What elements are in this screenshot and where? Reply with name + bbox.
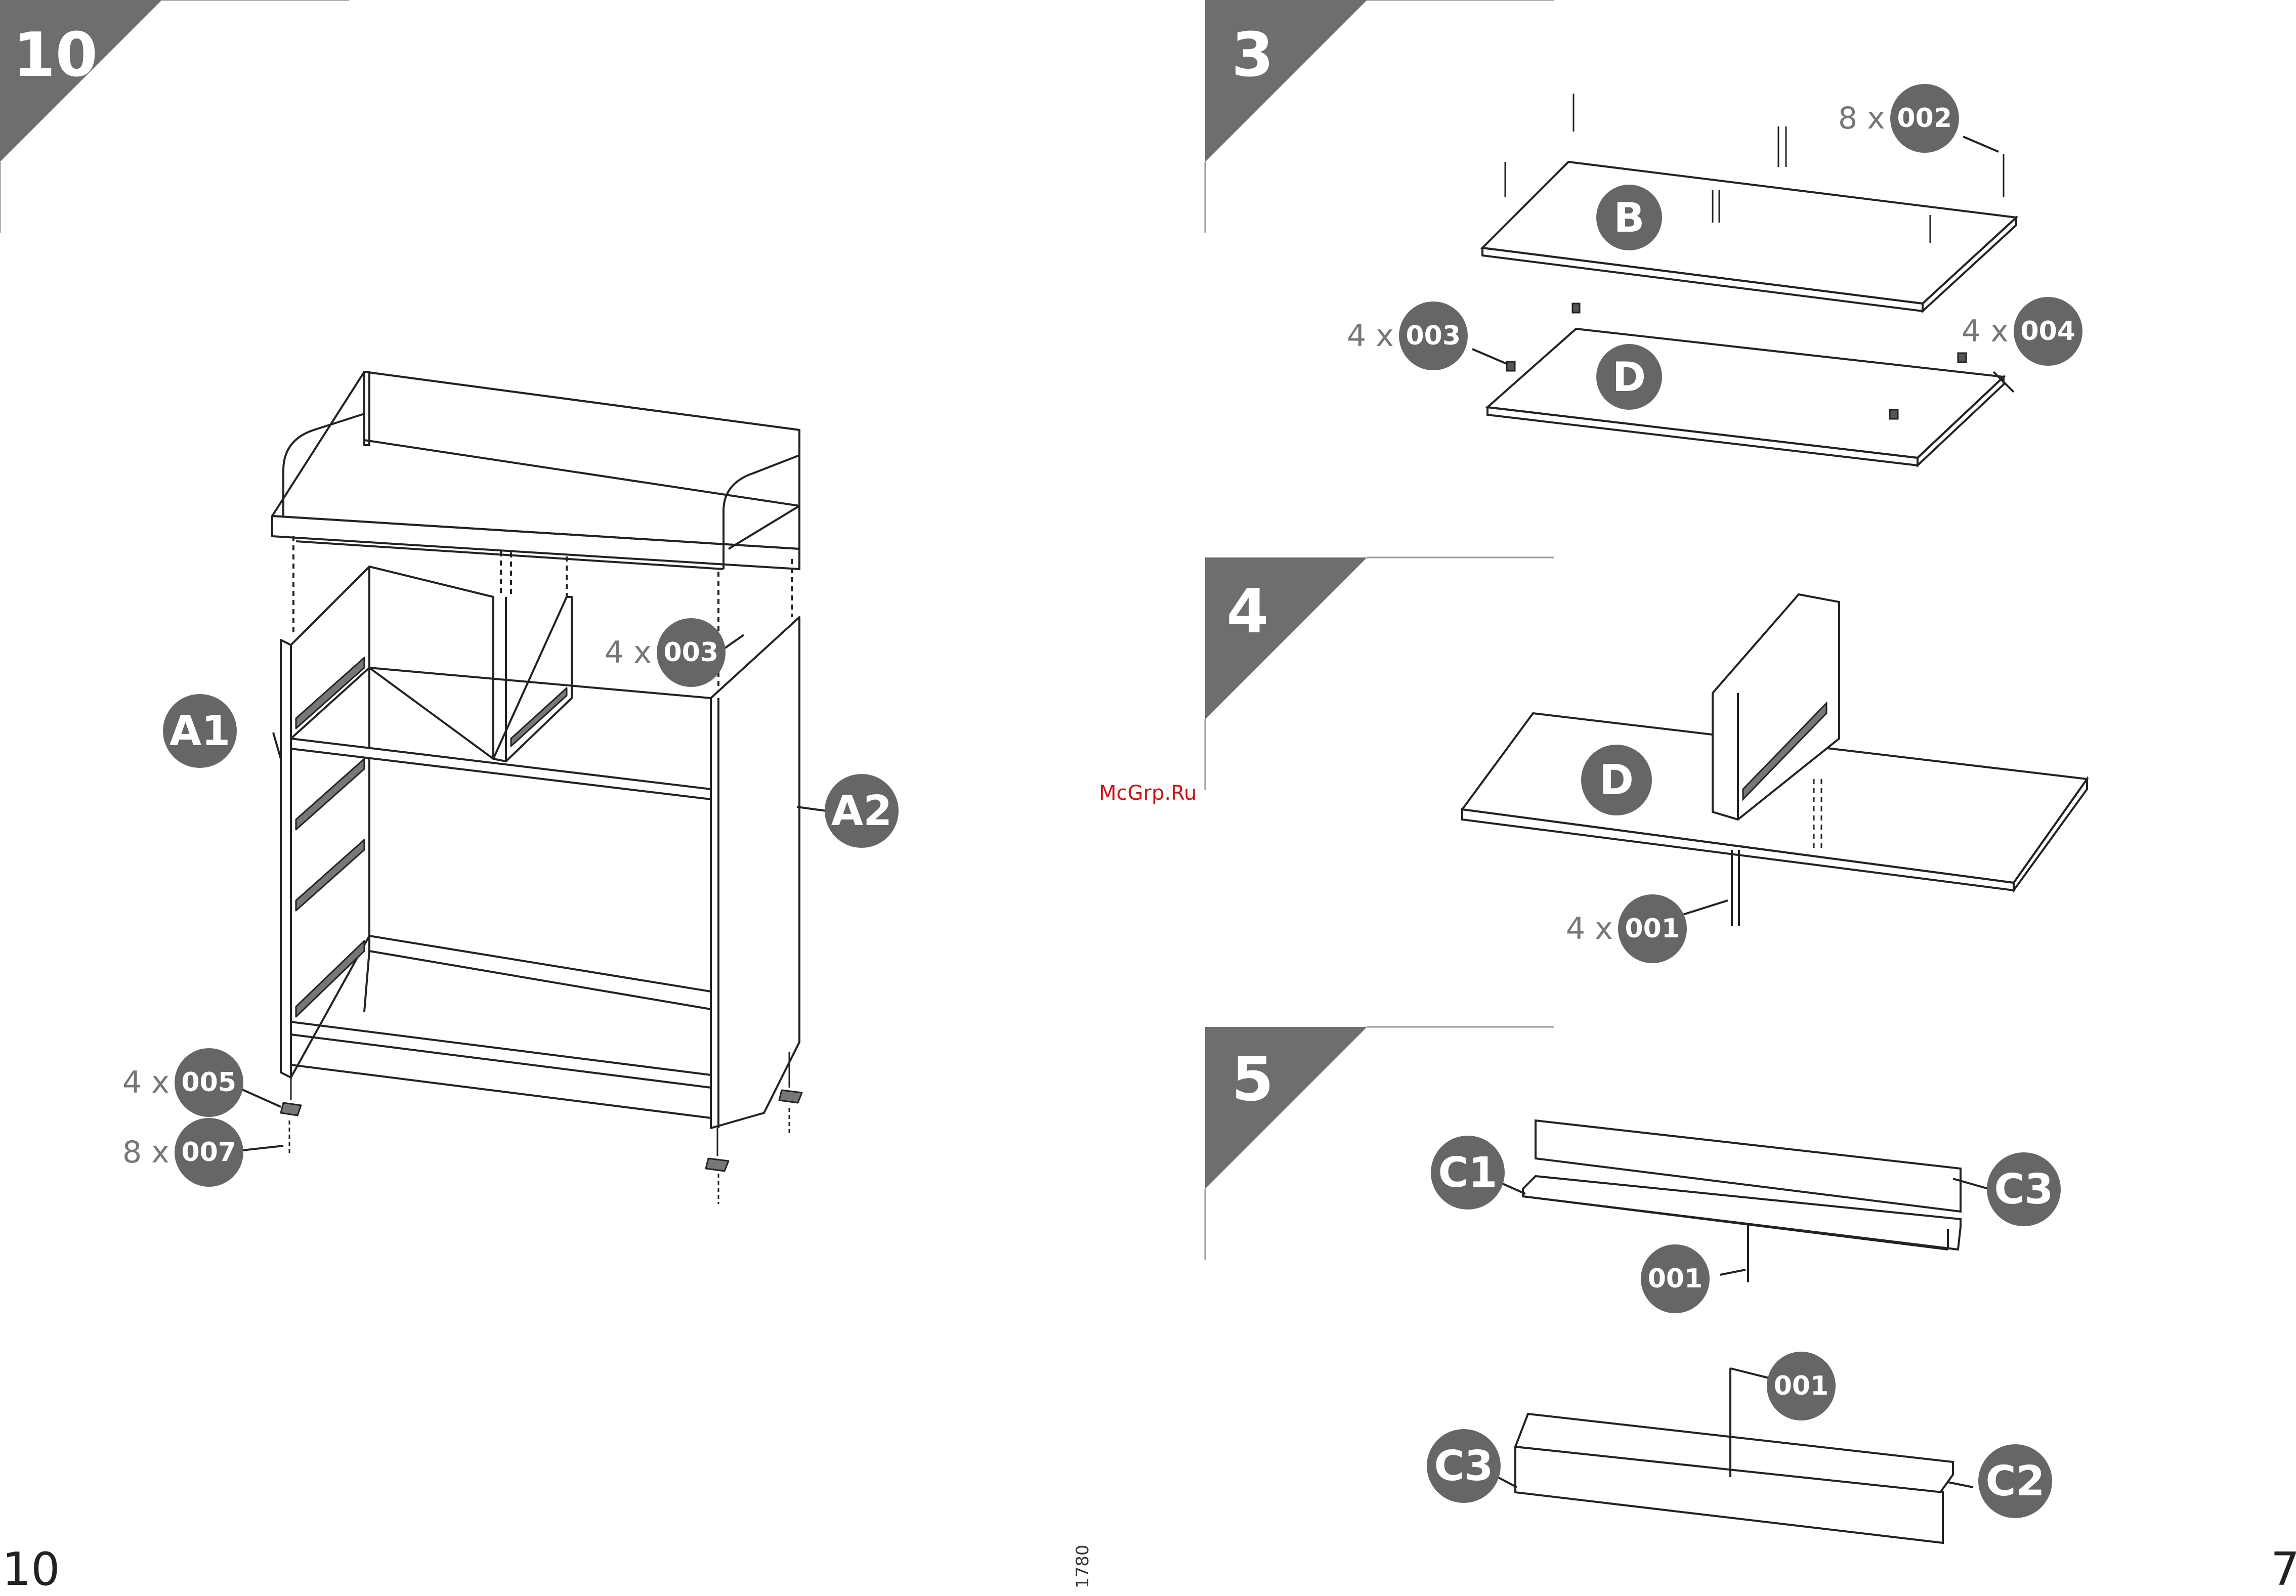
hardware-code: 001 — [1641, 1244, 1710, 1313]
hardware-code: 004 — [2014, 297, 2082, 366]
hardware-qty: 4 x — [605, 635, 652, 670]
step-number-10: 10 — [13, 25, 98, 86]
hardware-qty: 8 x — [1838, 101, 1885, 136]
hardware-007-callout: 8 x 007 — [122, 1118, 243, 1187]
hardware-code: 001 — [1767, 1352, 1836, 1420]
page-number-left: 10 — [2, 1547, 60, 1592]
step-number-4: 4 — [1226, 582, 1269, 642]
part-c3-label: C3 — [1427, 1429, 1501, 1503]
hardware-code: 003 — [657, 618, 726, 687]
hardware-004-callout: 4 x 004 — [1962, 297, 2082, 366]
hardware-002-callout: 8 x 002 — [1838, 84, 1959, 153]
hardware-qty: 4 x — [1962, 314, 2009, 349]
part-c2-callout: C2 — [1978, 1444, 2052, 1518]
hardware-005-callout: 4 x 005 — [122, 1048, 243, 1117]
part-d-callout: D — [1581, 745, 1652, 815]
part-a2-callout: A2 — [825, 774, 899, 848]
hardware-003-callout: 4 x 003 — [1347, 301, 1468, 370]
part-b-callout: B — [1596, 185, 1662, 250]
hardware-001-callout: 001 — [1767, 1352, 1836, 1420]
hardware-code: 003 — [1399, 301, 1468, 370]
panel-d-drawing — [1472, 304, 2014, 465]
part-d-callout: D — [1596, 344, 1662, 410]
document-code: 1780 — [1073, 1544, 1093, 1588]
hardware-code: 007 — [175, 1118, 243, 1187]
step-number-5: 5 — [1231, 1050, 1274, 1110]
part-c3-callout: C3 — [1987, 1152, 2061, 1226]
part-a1-label: A1 — [163, 694, 237, 768]
hardware-qty: 8 x — [122, 1135, 169, 1170]
part-c1-callout: C1 — [1431, 1136, 1505, 1210]
hardware-001-callout: 001 — [1641, 1244, 1710, 1313]
part-c3-callout: C3 — [1427, 1429, 1501, 1503]
page-number-right: 7 — [2271, 1547, 2296, 1592]
hardware-code: 001 — [1618, 894, 1687, 963]
part-b-label: B — [1596, 185, 1662, 250]
part-c2-label: C2 — [1978, 1444, 2052, 1518]
part-d-label: D — [1581, 745, 1652, 815]
hardware-003-callout: 4 x 003 — [605, 618, 726, 687]
part-c1-label: C1 — [1431, 1136, 1505, 1210]
hardware-code: 005 — [175, 1048, 243, 1117]
hardware-qty: 4 x — [1347, 318, 1394, 354]
hardware-qty: 4 x — [122, 1065, 169, 1100]
hardware-code: 002 — [1890, 84, 1959, 153]
panel-d-with-slide-drawing — [1462, 594, 2087, 926]
rails-c2-c3-drawing — [1498, 1368, 1973, 1543]
part-a2-label: A2 — [825, 774, 899, 848]
part-d-label: D — [1596, 344, 1662, 410]
watermark: McGrp.Ru — [1099, 782, 1197, 805]
cabinet-assembly-drawing — [238, 372, 834, 1204]
hardware-qty: 4 x — [1566, 911, 1613, 946]
step-number-3: 3 — [1231, 25, 1274, 86]
rails-c1-c3-drawing — [1503, 1120, 1988, 1282]
hardware-001-callout: 4 x 001 — [1566, 894, 1687, 963]
part-c3-label: C3 — [1987, 1152, 2061, 1226]
part-a1-callout: A1 — [163, 694, 237, 768]
